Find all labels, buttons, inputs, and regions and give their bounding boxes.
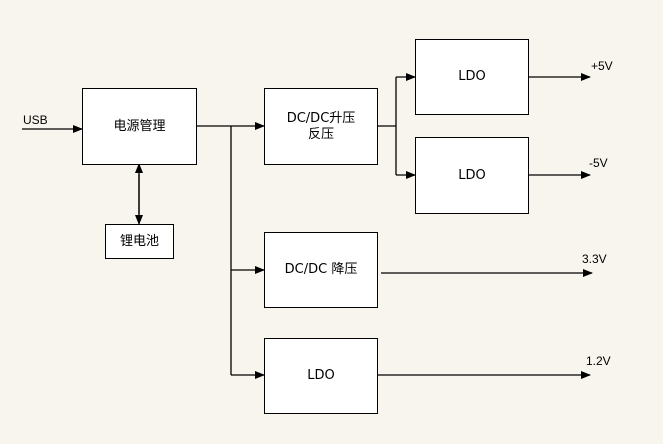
ldo-positive-block: LDO (415, 39, 529, 115)
battery-block: 锂电池 (105, 224, 174, 259)
power-management-label: 电源管理 (113, 118, 166, 134)
output-v12-label: 1.2V (586, 354, 611, 368)
ldo-negative-block: LDO (415, 137, 529, 214)
ldo-core-block: LDO (264, 338, 378, 414)
output-neg5-label: -5V (589, 156, 608, 170)
ldo-positive-label: LDO (458, 69, 486, 84)
output-v33-label: 3.3V (582, 252, 607, 266)
ldo-core-label: LDO (307, 368, 335, 383)
boost-inverter-label: DC/DC升压 反压 (286, 110, 356, 142)
buck-block: DC/DC 降压 (264, 232, 378, 308)
buck-label: DC/DC 降压 (284, 262, 358, 277)
usb-label: USB (23, 113, 48, 127)
boost-inverter-block: DC/DC升压 反压 (264, 88, 378, 165)
ldo-negative-label: LDO (458, 167, 486, 183)
power-management-block: 电源管理 (82, 88, 197, 165)
output-pos5-label: +5V (591, 59, 613, 73)
battery-label: 锂电池 (119, 233, 159, 249)
